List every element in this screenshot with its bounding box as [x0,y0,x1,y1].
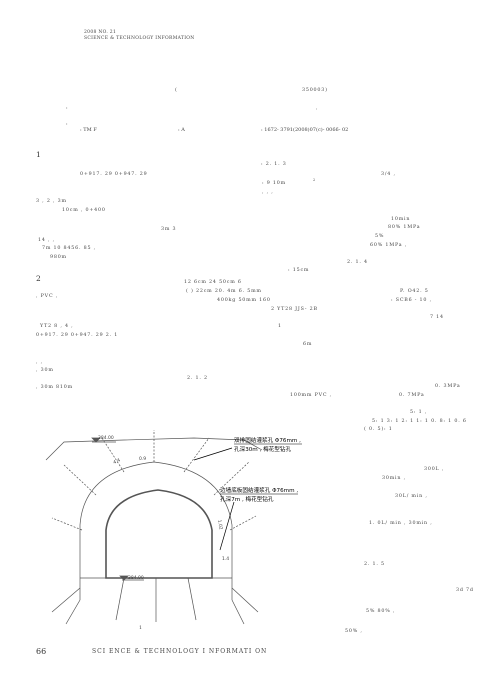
right-column-text-line: 10min [391,217,411,222]
grout-hole [213,461,250,496]
right-column-text-line: 7 14 [430,315,444,320]
callout-2-line1: 边墙底板固结灌浆孔 Φ76mm , [220,486,298,494]
left-column-text-line: YT2 8 , 4 , [40,324,74,329]
right-column-text-line: 1. 0L/ min , 30min , [369,521,433,526]
left-column-text-line: , 30m 810m [36,385,73,390]
footer-journal: SCI ENCE & TECHNOLOGY I NFORMATI ON [92,648,268,655]
inner-lining [105,489,213,579]
right-column-text-line: : 9 10m [262,181,286,186]
right-column-text-line: 80% 1MPa [388,225,421,230]
right-column-text-line: 5: 1 3: 1 2: 1 1: 1 0. 8: 1 0. 6 [372,419,467,424]
right-column-text-line: 5: 1 , [410,410,428,415]
callout-1-line2: 孔深30m , 梅花型钻孔 [234,445,291,453]
right-column-text-line: 3/4 , [381,172,396,177]
right-column-text-line: : SCB6 - 10 , [391,298,432,303]
ground-line [45,437,263,461]
running-header-issue: 2008 NO. 21 [84,30,117,35]
right-column-text-line: 5% [375,234,385,239]
right-column-text-line: ( 0. 5): 1 [364,427,393,432]
page-number: 66 [36,647,47,656]
right-column-text-line: 2. 1. 4 [347,260,368,265]
right-column-text-line: 6m [303,342,313,347]
right-column-text-line: P. O42. 5 [400,289,429,294]
grout-hole [65,599,81,625]
superscript-two: 2 [313,178,316,182]
postal-code: 350003) [302,88,328,93]
grout-hole [231,587,259,613]
elevation-top-label: 384.00 [98,435,114,441]
right-column-text-line: 60% 1MPa , [370,243,408,248]
right-column-text-line: 1 [278,324,282,329]
grout-hole [231,599,245,625]
grout-hole [229,515,257,531]
left-column-text-line: 14 , , [38,238,56,243]
right-column-text-line: : 2. 1. 3 [261,162,287,167]
right-column-text-line: 30L/ min , [395,494,428,499]
left-column-text-line: 10cm , 0+400 [62,208,106,213]
affiliation-paren: ( [175,88,178,93]
right-column-text-line: 2 YT28 JJS- 2B [271,307,318,312]
right-column-text-line: 400kg 50mm 160 [217,298,271,303]
issn-article-id: : 1672- 3791(2008)07(c)- 0066- 02 [261,127,349,133]
section-2-heading: 2 [36,274,41,283]
callout-1-line1: 双排固结灌浆孔 Φ76mm , [234,436,301,444]
right-column-text-line: 30min , [382,476,406,481]
grout-hole [101,437,125,473]
right-column-text-line: 50% , [345,629,363,634]
grout-hole [51,587,81,613]
right-column-text-line: 300L , [424,467,445,472]
grout-hole [187,577,197,621]
tunnel-section-figure: 384.00 384.00 4.4 0.9 1.02 1.4 双排固结灌浆孔 Φ… [45,430,302,625]
document-code: : A [178,127,185,133]
right-column-text-line: 2. 1. 5 [364,562,385,567]
right-column-text-line: 5% 80% , [366,609,396,614]
right-column-text-line: ( ) 22cm 20. 4m 6. 5mm [186,289,262,294]
dimension-label: 4.4 [112,457,121,466]
right-column-text-line: , , , [262,190,274,195]
left-column-text-line: 3 , 2 , 3m [36,199,67,204]
section-1-heading: 1 [36,150,41,159]
left-column-text-line: 7m 10 8456. 85 , [42,246,96,251]
grout-hole [183,437,210,473]
right-column-text-line: 0. 7MPa [399,393,425,398]
abstract-colon: : [66,106,69,111]
dimension-label: 1.02 [216,519,224,530]
left-column-text-line: , PVC , [36,294,59,299]
right-column-text-line: 100mm PVC , [290,393,332,398]
left-column-text-line: 0+917. 29 0+947. 29 [80,172,148,177]
keywords-colon: : [66,122,69,127]
grout-hole [115,577,125,621]
right-column-text-line: 3d 7d [456,588,474,593]
elevation-bottom-label: 384.00 [128,575,144,581]
elevation-triangle [91,437,101,443]
grout-hole [63,464,97,496]
right-column-text-line: 0. 3MPa [435,384,461,389]
callout-leader-2 [219,501,235,551]
running-header-journal: SCIENCE & TECHNOLOGY INFORMATION [84,36,195,41]
left-column-text-line: , , [36,360,43,365]
figure-caption: 1 [139,626,143,631]
left-column-text-line: 980m [50,255,67,260]
left-column-text-line: 0+917. 29 0+947. 29 2. 1 [36,333,119,338]
callout-2-line2: 孔深7m , 梅花型钻孔 [220,495,274,503]
elevation-triangle [119,575,129,581]
left-column-text-line: 3m 3 [161,227,177,232]
clc-number: : TM F [80,127,97,133]
abstract-comma: , [316,106,319,111]
right-column-text-line: 12 6cm 24 50cm 6 [184,280,242,285]
callout-leader-1 [193,447,233,461]
dimension-label: 1.4 [222,556,229,562]
dimension-label: 0.9 [139,456,146,462]
left-column-text-line: , 30m [36,368,54,373]
right-column-text-line: : 15cm [288,268,310,273]
right-column-text-line: 2. 1. 2 [187,376,208,381]
grout-hole [51,517,83,531]
